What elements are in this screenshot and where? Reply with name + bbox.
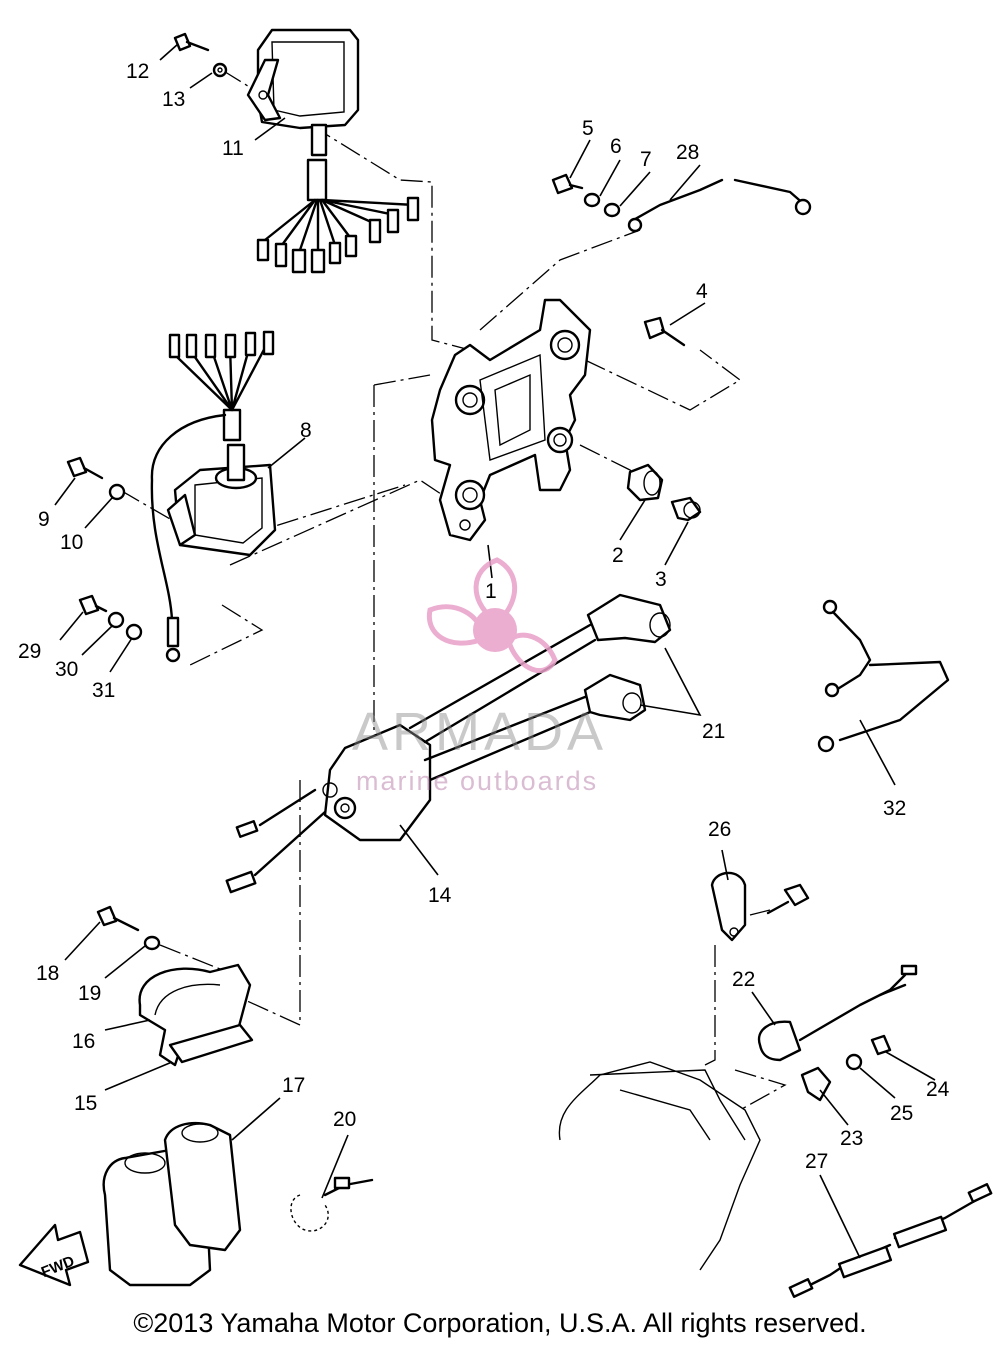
spark-plug-caps [583,593,672,722]
callout-16: 16 [72,1030,95,1053]
callout-28: 28 [676,141,699,164]
fwd-arrow: FWD [18,1223,90,1287]
callout-9: 9 [38,508,50,531]
lanyard-chain [290,1176,374,1232]
callout-3: 3 [655,568,667,591]
cdi-unit-lower [150,330,277,663]
callout-27: 27 [805,1150,828,1173]
callout-32: 32 [883,797,906,820]
callout-7: 7 [640,148,652,171]
bolt-set-upper-right [551,173,686,347]
engine-housing-outline [558,1061,761,1271]
callout-14: 14 [428,884,452,907]
watermark-tagline: marine outboards [356,766,598,796]
armada-watermark: ARMADA marine outboards [352,557,607,796]
callout-22: 22 [732,968,755,991]
callout-19: 19 [78,982,101,1005]
watermark-brand: ARMADA [352,702,607,762]
callout-13: 13 [162,88,185,111]
callout-31: 31 [92,679,115,702]
assembly-dash-lines [119,69,787,1111]
callout-26: 26 [708,818,731,841]
bolt-set-left [66,456,143,641]
callout-11: 11 [222,137,244,160]
callout-2: 2 [612,544,624,567]
callout-29: 29 [18,640,41,663]
ignition-coil [225,623,597,894]
callout-4: 4 [696,280,708,303]
switch-assembly [710,871,918,1102]
callout-20: 20 [333,1108,356,1131]
callout-12: 12 [126,60,149,83]
callout-labels: 12 13 11 5 6 7 28 4 8 9 10 1 2 3 29 30 3… [18,60,950,1173]
callout-23: 23 [840,1127,863,1150]
copyright-notice: ©2013 Yamaha Motor Corporation, U.S.A. A… [133,1308,867,1338]
callout-17: 17 [282,1074,305,1097]
callout-21: 21 [702,720,725,743]
callout-leaders [54,43,936,1259]
coil-clamp [96,905,254,1067]
coil-cover [102,1121,242,1287]
ground-lead-28 [627,178,812,233]
callout-5: 5 [582,117,594,140]
cdi-unit-top [173,28,420,274]
grommet-and-collar [626,463,702,522]
callout-18: 18 [36,962,59,985]
propeller-logo-icon [426,557,558,674]
harness-lead-27 [788,1183,993,1298]
callout-1: 1 [485,580,497,603]
callout-15: 15 [74,1092,97,1115]
callout-25: 25 [890,1102,913,1125]
callout-30: 30 [55,658,78,681]
callout-6: 6 [610,135,622,158]
ground-lead-32 [817,599,950,753]
callout-24: 24 [926,1078,950,1101]
callout-8: 8 [300,419,312,442]
callout-10: 10 [60,531,83,554]
mounting-plate [430,298,592,542]
